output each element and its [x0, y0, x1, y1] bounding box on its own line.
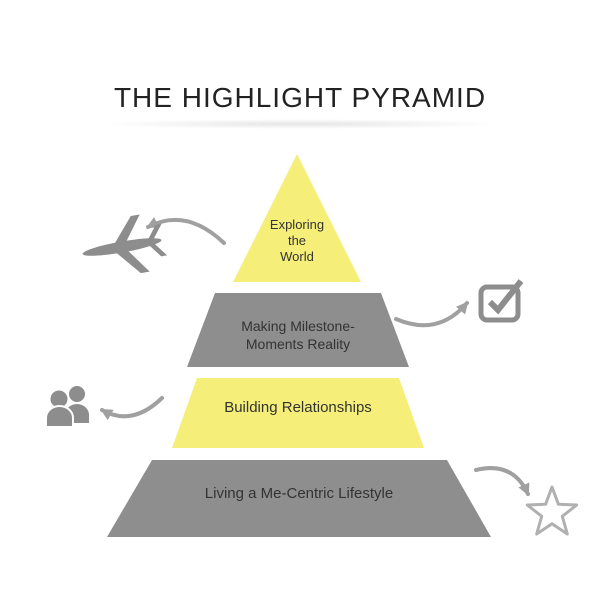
curved-arrow-to-people: [100, 396, 164, 421]
curved-arrow-to-checkbox: [394, 301, 469, 328]
pyramid-level-4: [107, 460, 491, 537]
pyramid-level-1: [233, 154, 361, 282]
curved-arrow-to-star: [474, 466, 530, 496]
people-icon: [45, 386, 89, 428]
title-underline-shadow: [95, 119, 505, 129]
level-4-label: Living a Me-Centric Lifestyle: [204, 485, 394, 502]
curved-arrow-to-airplane: [146, 217, 226, 245]
level-2-label: Making Milestone- Moments Reality: [241, 318, 355, 352]
page-title: THE HIGHLIGHT PYRAMID: [113, 82, 487, 113]
level-3-label: Building Relationships: [224, 399, 372, 416]
pyramid-level-2: [187, 293, 409, 367]
checkbox-icon: [478, 279, 524, 323]
star-icon: [525, 485, 579, 536]
level-1-label: Exploring the World: [269, 217, 325, 264]
airplane-icon: [82, 214, 168, 274]
pyramid-level-3: [172, 378, 424, 448]
